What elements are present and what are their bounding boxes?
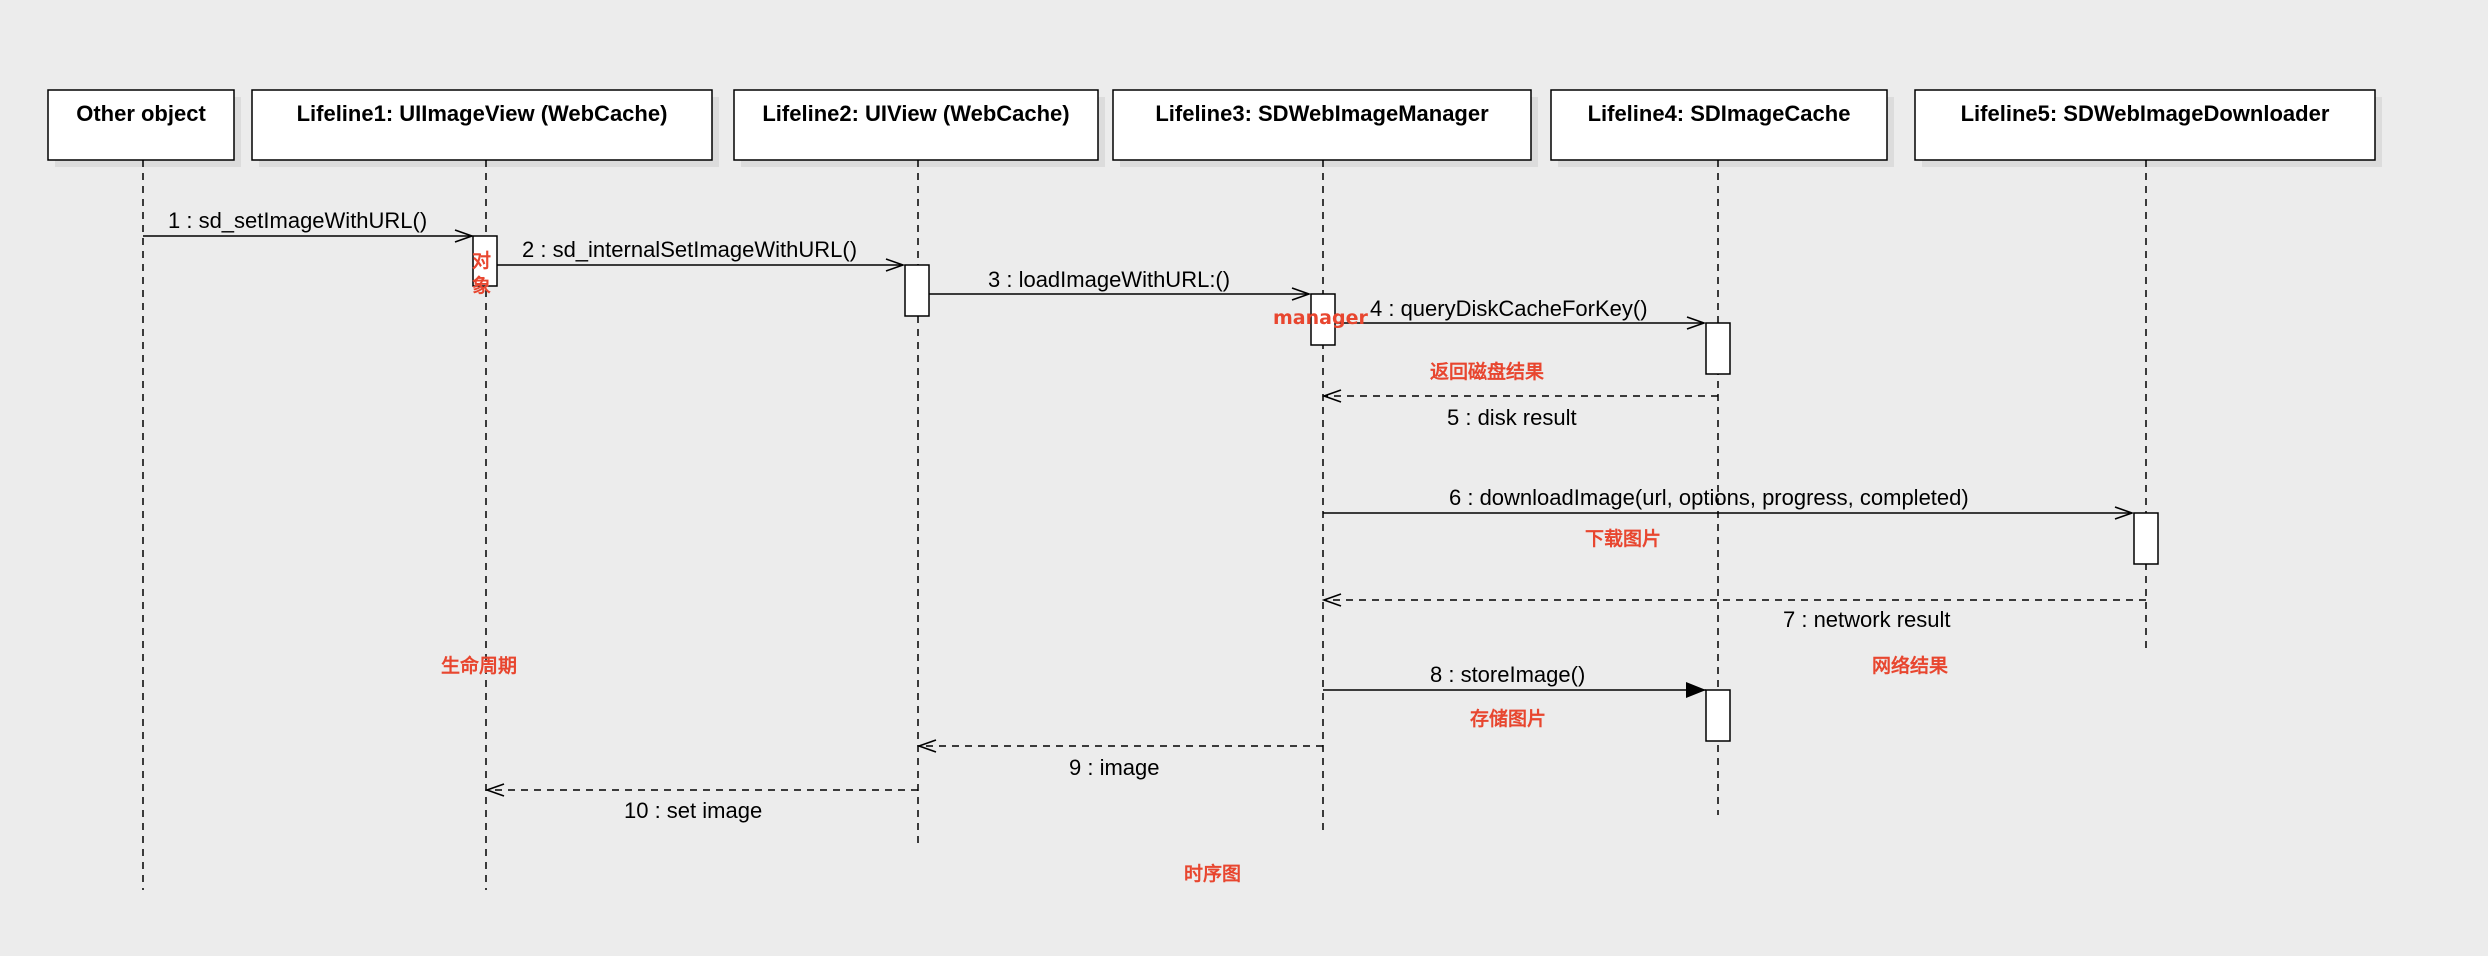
activation-bar-cache-query[interactable]: [1705, 322, 1731, 375]
lifeline-header-uiview[interactable]: Lifeline2: UIView (WebCache): [733, 89, 1105, 167]
activation-bar-manager[interactable]: [1310, 293, 1336, 346]
message-1-label: 1 : sd_setImageWithURL(): [168, 208, 427, 233]
message-7-label: 7 : network result: [1783, 607, 1951, 632]
lifeline-header-other-object[interactable]: Other object: [47, 89, 241, 167]
lifeline-header-sdwebimagemanager[interactable]: Lifeline3: SDWebImageManager: [1112, 89, 1538, 167]
note-object-line2: 象: [472, 274, 491, 297]
note-store: 存储图片: [1470, 707, 1546, 730]
activation-bar-uiimageview[interactable]: [472, 235, 498, 287]
lifeline-label-sdimagecache: Lifeline4: SDImageCache: [1588, 101, 1851, 126]
note-object-line1: 对: [472, 249, 491, 272]
message-3-label: 3 : loadImageWithURL:(): [988, 267, 1230, 292]
messages: 1 : sd_setImageWithURL() 2 : sd_internal…: [143, 208, 2146, 823]
lifeline-headers: Other object Lifeline1: UIImageView (Web…: [47, 89, 2382, 167]
activation-bar-uiview[interactable]: [904, 264, 930, 317]
activation-bars: [472, 235, 2159, 742]
lifeline-header-sdwebimagedownloader[interactable]: Lifeline5: SDWebImageDownloader: [1914, 89, 2382, 167]
message-8-label: 8 : storeImage(): [1430, 662, 1585, 687]
note-lifecycle: 生命周期: [441, 654, 517, 677]
note-manager: manager: [1273, 307, 1368, 329]
activation-bar-cache-store[interactable]: [1705, 689, 1731, 742]
lifeline-label-sdwebimagedownloader: Lifeline5: SDWebImageDownloader: [1961, 101, 2330, 126]
note-network-result: 网络结果: [1872, 654, 1948, 677]
message-9-label: 9 : image: [1069, 755, 1160, 780]
lifeline-label-uiview: Lifeline2: UIView (WebCache): [762, 101, 1069, 126]
annotations: 对 象 manager 返回磁盘结果 下载图片 网络结果 生命周期 存储图片 时…: [441, 249, 1948, 885]
message-5-label: 5 : disk result: [1447, 405, 1577, 430]
lifeline-label-other-object: Other object: [76, 101, 206, 126]
activation-bar-downloader[interactable]: [2133, 512, 2159, 565]
lifeline-label-sdwebimagemanager: Lifeline3: SDWebImageManager: [1155, 101, 1489, 126]
lifeline-label-uiimageview: Lifeline1: UIImageView (WebCache): [297, 101, 668, 126]
lifeline-header-sdimagecache[interactable]: Lifeline4: SDImageCache: [1550, 89, 1894, 167]
note-disk-return: 返回磁盘结果: [1430, 360, 1544, 383]
lifeline-header-uiimageview[interactable]: Lifeline1: UIImageView (WebCache): [251, 89, 719, 167]
message-6-label: 6 : downloadImage(url, options, progress…: [1449, 485, 1969, 510]
message-4-label: 4 : queryDiskCacheForKey(): [1370, 296, 1648, 321]
message-10-label: 10 : set image: [624, 798, 762, 823]
note-download: 下载图片: [1585, 527, 1661, 550]
note-sequence-diagram: 时序图: [1184, 862, 1241, 885]
message-2-label: 2 : sd_internalSetImageWithURL(): [522, 237, 857, 262]
